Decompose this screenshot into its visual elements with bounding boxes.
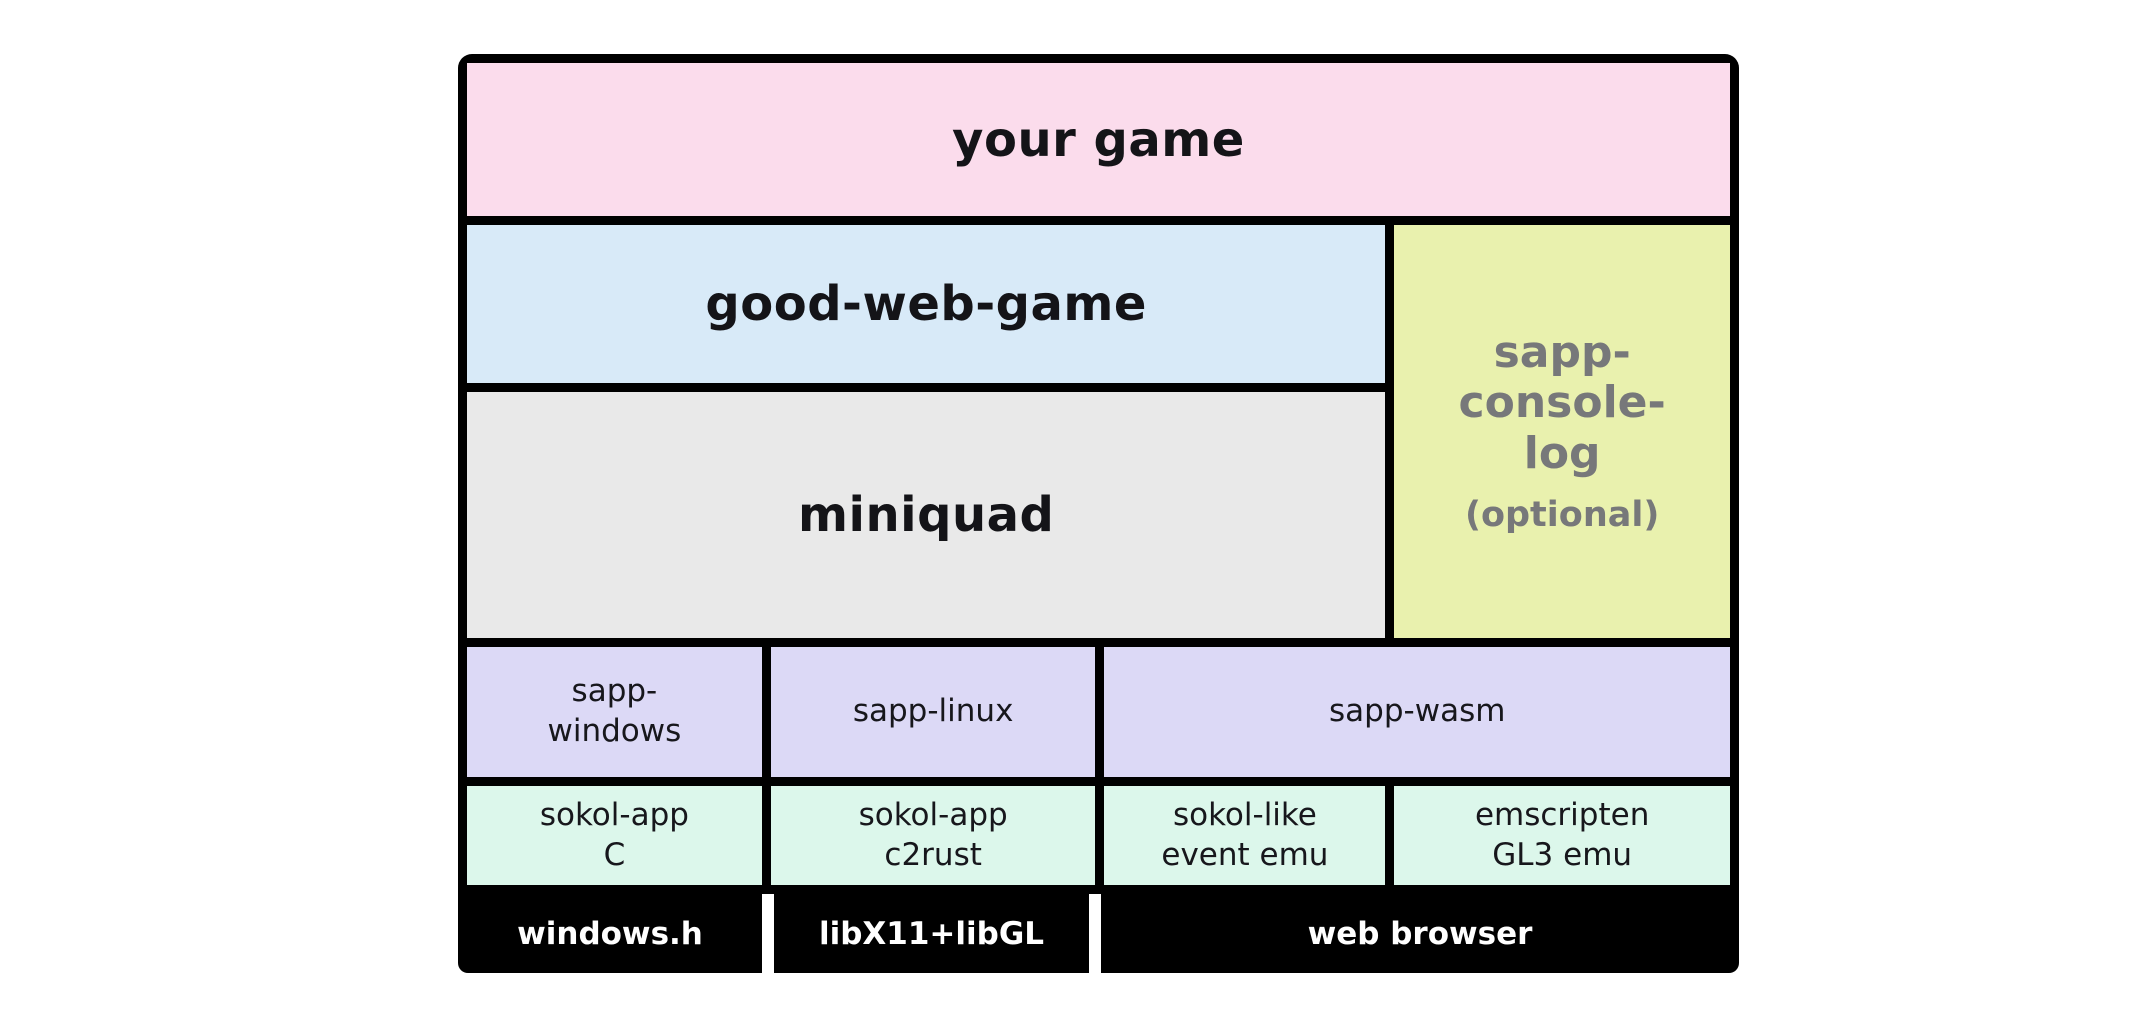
cell-sokol-app-c: sokol-app C <box>467 786 762 885</box>
good-web-game-label: good-web-game <box>705 276 1147 332</box>
cell-sokol-like-event-emu: sokol-like event emu <box>1104 786 1386 885</box>
web-browser-label: web browser <box>1307 915 1533 952</box>
sapp-wasm-label: sapp-wasm <box>1329 693 1506 730</box>
cell-sokol-app-c2rust: sokol-app c2rust <box>770 786 1096 885</box>
emscripten-gl3-emu-label: emscripten GL3 emu <box>1474 796 1650 873</box>
platform-row: windows.h libX11+libGL web browser <box>458 894 1739 973</box>
sapp-console-log-label: sapp- console- log <box>1458 326 1666 479</box>
sapp-windows-label: sapp- windows <box>547 673 682 749</box>
sokol-app-c2rust-label: sokol-app c2rust <box>858 796 1008 873</box>
cell-libx11-libgl: libX11+libGL <box>774 894 1089 973</box>
libx11-libgl-label: libX11+libGL <box>818 915 1045 952</box>
cell-miniquad: miniquad <box>467 392 1386 638</box>
sapp-console-log-optional-label: (optional) <box>1464 495 1660 536</box>
windows-h-label: windows.h <box>517 915 703 952</box>
stack-upper-section: your game good-web-game sapp- console- l… <box>458 54 1739 894</box>
cell-good-web-game: good-web-game <box>467 225 1386 383</box>
cell-your-game: your game <box>467 63 1730 216</box>
sapp-linux-label: sapp-linux <box>852 693 1014 730</box>
cell-emscripten-gl3-emu: emscripten GL3 emu <box>1394 786 1730 885</box>
cell-sapp-console-log: sapp- console- log (optional) <box>1394 225 1730 638</box>
sokol-like-event-emu-label: sokol-like event emu <box>1161 796 1329 873</box>
cell-sapp-wasm: sapp-wasm <box>1104 647 1730 777</box>
your-game-label: your game <box>952 111 1245 168</box>
sokol-app-c-label: sokol-app C <box>539 796 689 873</box>
architecture-stack-diagram: your game good-web-game sapp- console- l… <box>458 54 1739 973</box>
miniquad-label: miniquad <box>797 487 1055 543</box>
cell-sapp-linux: sapp-linux <box>770 647 1096 777</box>
cell-windows-h: windows.h <box>458 894 762 973</box>
cell-web-browser: web browser <box>1101 894 1739 973</box>
cell-sapp-windows: sapp- windows <box>467 647 762 777</box>
